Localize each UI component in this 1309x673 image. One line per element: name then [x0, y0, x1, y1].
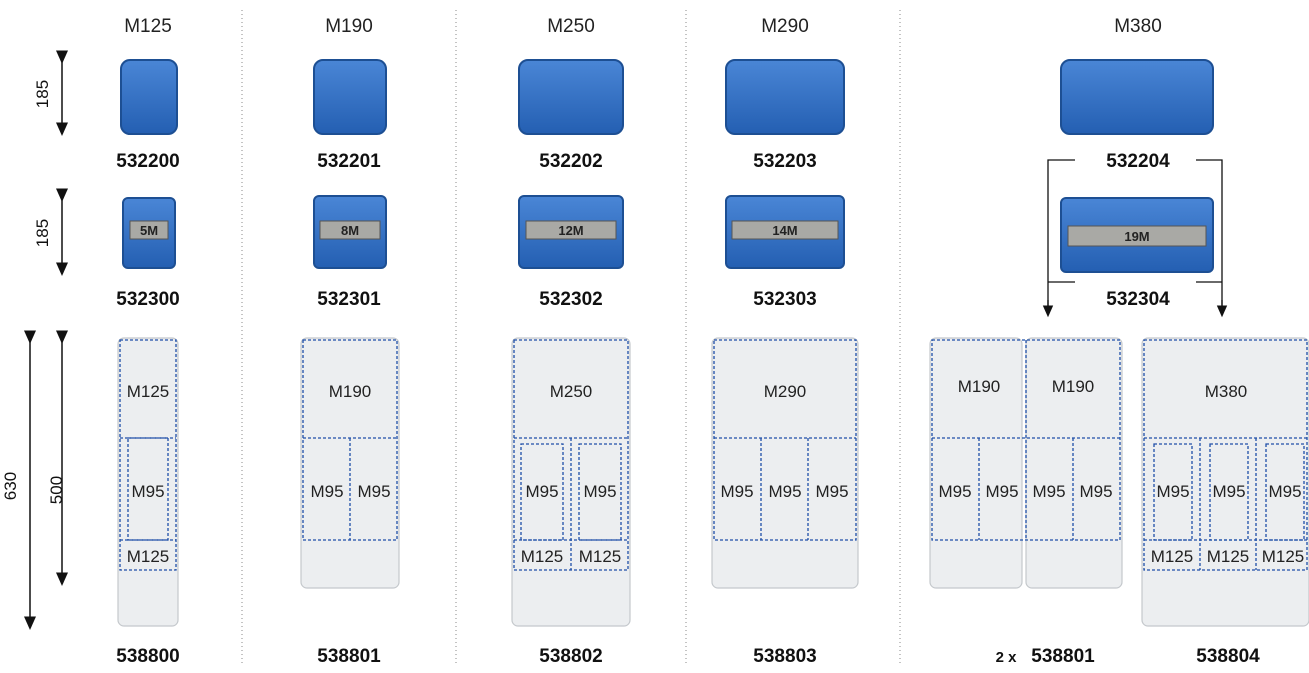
base-plate: [1025, 337, 1123, 589]
base-plate: [929, 337, 1023, 589]
compartment-outline: [1153, 443, 1193, 541]
compartment-outline: [578, 443, 622, 541]
window-label-strip: [525, 220, 617, 240]
compartment-label: M95: [1156, 482, 1189, 501]
window-module-label: 14M: [772, 223, 797, 238]
compartment-label: M95: [525, 482, 558, 501]
base-plate: [511, 337, 631, 627]
compartment-outline: [1143, 339, 1308, 571]
window-label-strip: [1067, 225, 1207, 247]
compartment-label: M95: [938, 482, 971, 501]
covers: [120, 59, 1214, 135]
compartment-outline: [119, 339, 177, 571]
compartment-label: M95: [583, 482, 616, 501]
compartment-label: M190: [329, 382, 372, 401]
compartment-label: M95: [985, 482, 1018, 501]
plate-code: 538801: [1031, 646, 1095, 667]
window-code: 532300: [116, 289, 179, 310]
compartment-label: M250: [550, 382, 593, 401]
window-module-label: 12M: [558, 223, 583, 238]
window-code: 532301: [317, 289, 381, 310]
compartment-label: M95: [131, 482, 164, 501]
compartment-label: M125: [127, 547, 170, 566]
cover-code: 532203: [753, 151, 816, 172]
column-header: M250: [547, 16, 595, 37]
plate-code: 538800: [116, 646, 179, 667]
compartment-label: M125: [127, 382, 170, 401]
compartment-label: M125: [521, 547, 564, 566]
compartment-label: M380: [1205, 382, 1248, 401]
compartment-label: M95: [720, 482, 753, 501]
compartment-label: M95: [1212, 482, 1245, 501]
cover-image: [313, 59, 387, 135]
column-header: M190: [325, 16, 373, 37]
column-header: M125: [124, 16, 172, 37]
windows: [122, 195, 1214, 273]
cover-code: 532201: [317, 151, 381, 172]
plate-code: 538801: [317, 646, 381, 667]
window-label-strip: [129, 220, 169, 240]
compartment-outline: [713, 339, 857, 541]
window-code: 532302: [539, 289, 602, 310]
window-module-label: 5M: [140, 223, 158, 238]
compartment-label: M190: [1052, 377, 1095, 396]
cover-image: [120, 59, 178, 135]
compartment-label: M95: [1268, 482, 1301, 501]
plate-code: 538802: [539, 646, 602, 667]
cover-code: 532204: [1106, 151, 1170, 172]
window-module-label: 19M: [1124, 229, 1149, 244]
compartment-label: M95: [1079, 482, 1112, 501]
plate-outer-label: 630: [1, 472, 20, 500]
compartment-label: M125: [1151, 547, 1194, 566]
plate-inner-label: 500: [47, 476, 66, 504]
compartment-label: M95: [768, 482, 801, 501]
column-header: M380: [1114, 16, 1162, 37]
compartment-label: M125: [579, 547, 622, 566]
compartment-label: M290: [764, 382, 807, 401]
cover-image: [725, 59, 845, 135]
column-header: M290: [761, 16, 809, 37]
compartment-label: M125: [1207, 547, 1250, 566]
window-code: 532303: [753, 289, 816, 310]
window-label-strip: [731, 220, 839, 240]
window-label-strip: [319, 220, 381, 240]
compartment-outline: [520, 443, 564, 541]
compartment-label: M125: [1262, 547, 1305, 566]
window-code: 532304: [1106, 289, 1170, 310]
cover-image: [1060, 59, 1214, 135]
compartment-label: M95: [357, 482, 390, 501]
split-bracket: [1042, 159, 1228, 318]
window-module-label: 8M: [341, 223, 359, 238]
compartment-outline: [931, 339, 1121, 541]
window-height-label: 185: [33, 219, 52, 247]
compartment-label: M95: [815, 482, 848, 501]
plate-code: 538804: [1196, 646, 1260, 667]
cover-code: 532200: [116, 151, 179, 172]
compartment-label: M95: [1032, 482, 1065, 501]
plate-code: 538803: [753, 646, 816, 667]
compartment-label: M95: [310, 482, 343, 501]
base-plate: [711, 337, 859, 589]
cover-height-label: 185: [33, 80, 52, 108]
cover-image: [518, 59, 624, 135]
plate-code-multiplier: 2 x: [996, 649, 1018, 666]
compartment-label: M190: [958, 377, 1001, 396]
base-plate: [1141, 337, 1309, 627]
base-plate: [117, 337, 179, 627]
cover-code: 532202: [539, 151, 602, 172]
